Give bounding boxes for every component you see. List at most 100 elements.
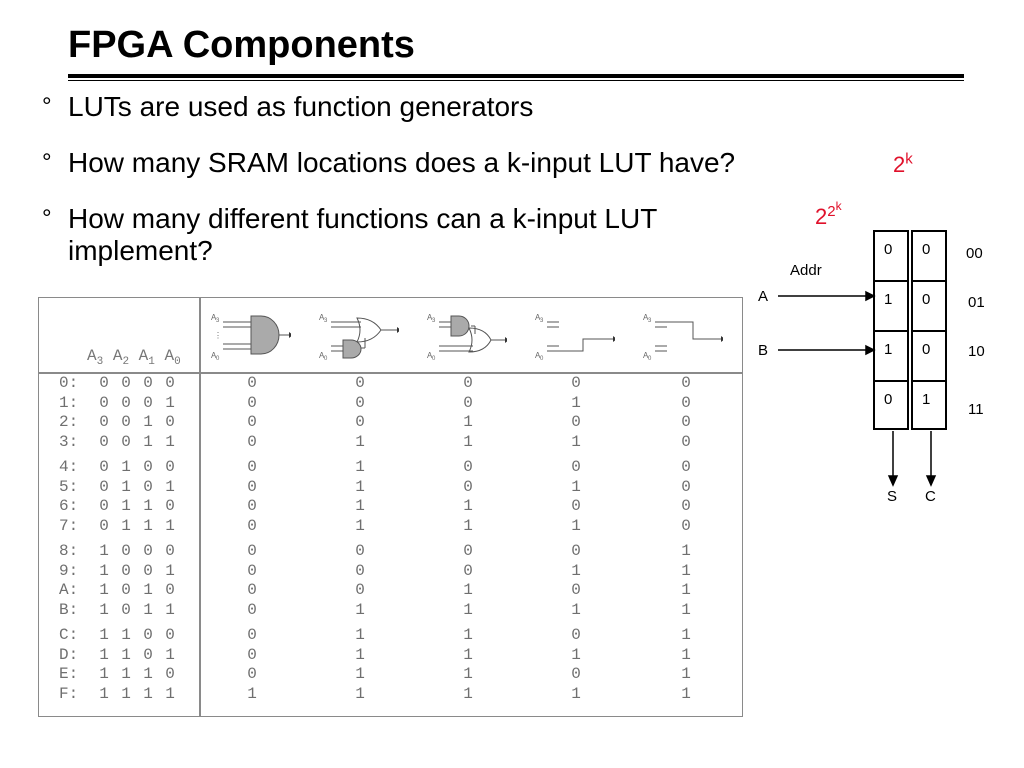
answer-sram-locations: 2k bbox=[893, 152, 913, 178]
sram-cell-divider bbox=[875, 380, 907, 382]
output-bit-cell: 0 bbox=[247, 432, 257, 451]
input-bit-cell: 0 bbox=[143, 374, 153, 392]
output-bit-cell: 1 bbox=[681, 626, 691, 644]
and-or-gate-icon: A 3 A 0 bbox=[427, 313, 507, 362]
output-bit-cell: 1 bbox=[571, 600, 581, 619]
output-bit-cell: 0 bbox=[681, 497, 691, 515]
output-bit-cell: 0 bbox=[247, 497, 257, 515]
input-bit-cell: 1 bbox=[121, 516, 131, 535]
input-bit-cell: 0 bbox=[143, 645, 153, 664]
input-bit-cell: 0 bbox=[121, 413, 131, 431]
lut-truth-table: A3 A2 A1 A0 A 3 A 0 ⋮ A 3 A 0 bbox=[38, 297, 743, 717]
output-bit-cell: 0 bbox=[463, 393, 473, 412]
answer-exponent-2: k bbox=[835, 198, 842, 213]
output-bit-cell: 1 bbox=[681, 581, 691, 599]
output-bit-cell: 1 bbox=[463, 600, 473, 619]
sram-bit: 1 bbox=[922, 391, 931, 408]
input-bit-cell: 0 bbox=[121, 561, 131, 580]
output-bit-cell: 1 bbox=[355, 458, 365, 476]
input-bit-cell: 0 bbox=[121, 581, 131, 599]
output-bit-cell: 1 bbox=[355, 432, 365, 451]
bullet-mark: ° bbox=[42, 93, 52, 120]
output-bit-cell: 0 bbox=[355, 374, 365, 392]
output-bit-cell: 0 bbox=[571, 497, 581, 515]
and-gate-icon: A 3 A 0 ⋮ bbox=[211, 313, 291, 362]
output-bit-cell: 0 bbox=[355, 393, 365, 412]
output-bit-cell: 1 bbox=[681, 665, 691, 683]
sram-cell-divider bbox=[913, 330, 945, 332]
output-bit-cell: 0 bbox=[247, 393, 257, 412]
output-bit-cell: 1 bbox=[355, 477, 365, 496]
input-bit-cell: 1 bbox=[99, 561, 109, 580]
input-bit-cell: 1 bbox=[99, 542, 109, 560]
output-bit-cell: 1 bbox=[681, 645, 691, 664]
input-bit-cell: 0 bbox=[165, 542, 175, 560]
row-index-label: 6: bbox=[59, 497, 79, 515]
row-index-label: 9: bbox=[59, 561, 79, 580]
sram-bit: 0 bbox=[922, 291, 931, 308]
header-a3: A bbox=[87, 347, 97, 365]
input-bit-cell: 1 bbox=[99, 581, 109, 599]
sram-column-c: 0 0 0 1 bbox=[911, 230, 947, 430]
row-index-label: 5: bbox=[59, 477, 79, 496]
output-bit-cell: 1 bbox=[463, 581, 473, 599]
svg-text:0: 0 bbox=[540, 356, 544, 362]
output-bit-cell: 1 bbox=[463, 684, 473, 703]
output-bit-cell: 1 bbox=[681, 561, 691, 580]
output-bit-cell: 0 bbox=[355, 542, 365, 560]
svg-text:A: A bbox=[427, 313, 433, 322]
input-bit-cell: 1 bbox=[121, 684, 131, 703]
a3-wire-icon: A 3 A 0 bbox=[643, 313, 723, 362]
output-bit-cell: 0 bbox=[247, 626, 257, 644]
output-bit-cell: 1 bbox=[571, 393, 581, 412]
input-bit-cell: 1 bbox=[143, 581, 153, 599]
output-bit-cell: 0 bbox=[463, 374, 473, 392]
input-bit-cell: 1 bbox=[165, 516, 175, 535]
output-bit-cell: 0 bbox=[681, 516, 691, 535]
input-bit-cell: 1 bbox=[99, 665, 109, 683]
input-bit-cell: 1 bbox=[99, 645, 109, 664]
answer-exponent: k bbox=[905, 150, 913, 168]
svg-text:0: 0 bbox=[324, 356, 328, 362]
title-rule-thin bbox=[68, 80, 964, 81]
input-bit-cell: 1 bbox=[165, 477, 175, 496]
a0-wire-icon: A 3 A 0 bbox=[535, 313, 615, 362]
input-bit-cell: 0 bbox=[143, 626, 153, 644]
output-bit-cell: 1 bbox=[355, 645, 365, 664]
input-bit-cell: 1 bbox=[121, 665, 131, 683]
or-and-gate-icon: A 3 A 0 bbox=[319, 313, 399, 362]
sram-bit: 1 bbox=[884, 341, 893, 358]
input-bit-cell: 1 bbox=[99, 600, 109, 619]
header-a0: A bbox=[164, 347, 175, 365]
svg-text:0: 0 bbox=[216, 356, 220, 362]
svg-text:3: 3 bbox=[324, 318, 328, 324]
answer-base: 2 bbox=[893, 152, 906, 177]
output-bit-cell: 0 bbox=[247, 458, 257, 476]
input-bit-cell: 0 bbox=[143, 542, 153, 560]
input-bit-cell: 1 bbox=[99, 684, 109, 703]
output-bit-cell: 0 bbox=[247, 413, 257, 431]
svg-text:A: A bbox=[643, 313, 649, 322]
output-bit-cell: 1 bbox=[355, 626, 365, 644]
sram-bit: 0 bbox=[922, 241, 931, 258]
output-bit-cell: 1 bbox=[463, 497, 473, 515]
input-a-label: A bbox=[758, 288, 769, 305]
input-bit-cell: 1 bbox=[121, 477, 131, 496]
output-bit-cell: 1 bbox=[571, 684, 581, 703]
output-bit-cell: 0 bbox=[247, 665, 257, 683]
row-index-label: 7: bbox=[59, 516, 79, 535]
addr-label: Addr bbox=[790, 262, 822, 279]
output-bit-cell: 0 bbox=[571, 374, 581, 392]
row-index-label: 0: bbox=[59, 374, 79, 392]
svg-text:A: A bbox=[319, 351, 325, 360]
row-index-label: 8: bbox=[59, 542, 79, 560]
row-index-label: B: bbox=[59, 600, 79, 619]
row-index-label: F: bbox=[59, 684, 79, 703]
output-bit-cell: 0 bbox=[355, 561, 365, 580]
output-bit-cell: 1 bbox=[571, 477, 581, 496]
input-bit-cell: 0 bbox=[165, 497, 175, 515]
svg-text:A: A bbox=[535, 351, 541, 360]
input-bit-cell: 1 bbox=[143, 516, 153, 535]
output-bit-cell: 1 bbox=[463, 413, 473, 431]
table-input-header: A3 A2 A1 A0 bbox=[87, 347, 181, 368]
